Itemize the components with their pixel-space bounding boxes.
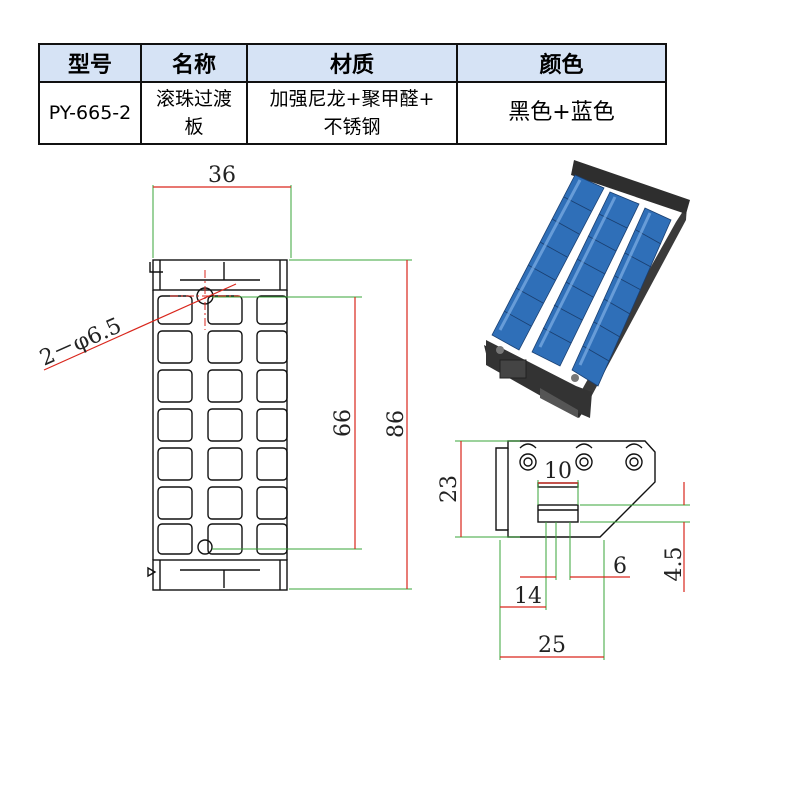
top-view-dimensions: 36 66 86 2－φ6.5 bbox=[36, 163, 412, 590]
cell-name-line2: 板 bbox=[184, 116, 204, 138]
dim-6: 6 bbox=[613, 554, 627, 579]
side-view-dimensions: 23 10 4.5 6 14 bbox=[437, 440, 690, 660]
dim-hole-label: 2－φ6.5 bbox=[36, 314, 125, 372]
top-view bbox=[147, 259, 288, 591]
dim-14: 14 bbox=[514, 584, 542, 609]
dim-width-36: 36 bbox=[208, 163, 236, 188]
spec-table-header-row: 型号 名称 材质 颜色 bbox=[38, 43, 667, 83]
dim-4-5: 4.5 bbox=[662, 547, 687, 582]
cell-material-line2: 不锈钢 bbox=[323, 116, 381, 138]
side-body-outline bbox=[495, 440, 656, 538]
product-render bbox=[484, 160, 690, 418]
blue-rollers bbox=[491, 174, 672, 387]
bottom-end-cap bbox=[152, 559, 288, 591]
header-material: 材质 bbox=[246, 43, 458, 83]
spec-table: 型号 名称 材质 颜色 PY-665-2 滚珠过渡 板 加强尼龙+聚甲醛+ 不锈… bbox=[38, 43, 667, 145]
cell-color: 黑色+蓝色 bbox=[456, 81, 667, 145]
frame-back-cap bbox=[571, 160, 690, 214]
mounting-hole-2 bbox=[197, 539, 213, 555]
header-model: 型号 bbox=[38, 43, 142, 83]
dim-25: 25 bbox=[538, 633, 566, 658]
dim-height-23: 23 bbox=[437, 475, 462, 503]
cell-material-line1: 加强尼龙+聚甲醛+ bbox=[269, 88, 435, 110]
header-name: 名称 bbox=[140, 43, 248, 83]
spec-table-row: PY-665-2 滚珠过渡 板 加强尼龙+聚甲醛+ 不锈钢 黑色+蓝色 bbox=[38, 81, 667, 145]
cell-material: 加强尼龙+聚甲醛+ 不锈钢 bbox=[246, 81, 458, 145]
dim-length-66: 66 bbox=[331, 409, 356, 437]
dim-length-86: 86 bbox=[384, 410, 409, 438]
header-color: 颜色 bbox=[456, 43, 667, 83]
side-view bbox=[495, 440, 656, 538]
roller-grid bbox=[157, 295, 288, 555]
cell-name: 滚珠过渡 板 bbox=[140, 81, 248, 145]
cell-model: PY-665-2 bbox=[38, 81, 142, 145]
top-end-cap bbox=[152, 259, 288, 291]
dim-slot-10: 10 bbox=[544, 459, 572, 484]
cell-name-line1: 滚珠过渡 bbox=[155, 88, 232, 110]
